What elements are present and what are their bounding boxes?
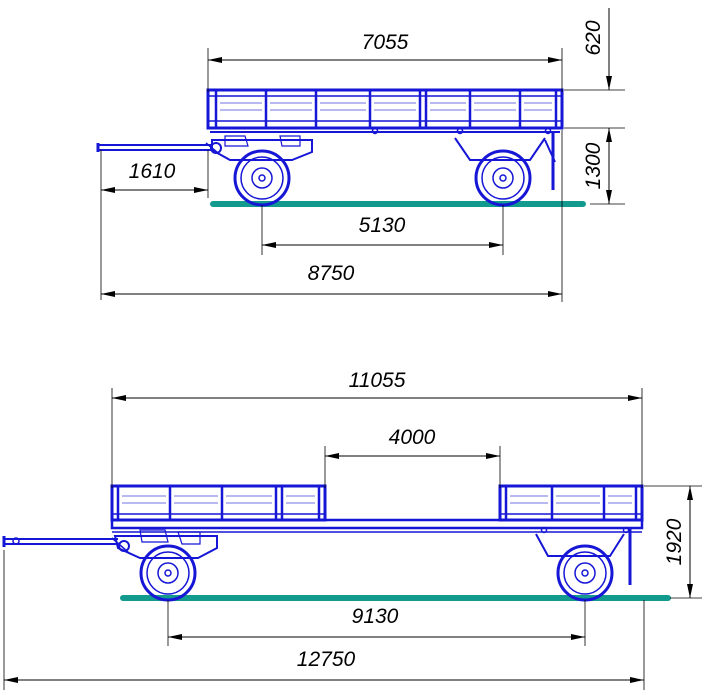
drawbar xyxy=(96,142,222,154)
rear-wheel-long xyxy=(556,544,614,602)
dim-drawbar-top: 1610 xyxy=(100,150,209,300)
label-wheelbase-long: 9130 xyxy=(352,605,399,628)
dim-gap-length: 4000 xyxy=(324,426,501,488)
platform-bed xyxy=(110,518,644,533)
chassis-long xyxy=(113,526,632,585)
dim-wheelbase-top: 5130 xyxy=(261,205,504,255)
front-cargo-body xyxy=(110,484,327,522)
label-overall-length: 8750 xyxy=(308,262,355,285)
dim-body-length-top: 7055 xyxy=(207,31,563,92)
label-side-height: 620 xyxy=(582,20,605,55)
dim-overall-length-long: 12750 xyxy=(3,550,645,690)
dim-overall-length-top: 8750 xyxy=(101,130,563,302)
cargo-body xyxy=(206,88,564,135)
dim-overall-height: 1920 xyxy=(644,485,702,599)
label-platform-height: 1300 xyxy=(582,142,605,189)
label-wheelbase: 5130 xyxy=(359,214,406,237)
dim-body-length-long: 11055 xyxy=(111,369,643,488)
label-gap-length: 4000 xyxy=(389,426,436,449)
front-wheel-long xyxy=(139,544,197,602)
dim-heights-top: 620 1300 xyxy=(564,8,625,205)
label-overall-height: 1920 xyxy=(663,518,686,565)
dim-wheelbase-long: 9130 xyxy=(167,600,586,646)
label-body-length-long: 11055 xyxy=(349,369,406,392)
long-trailer-view: 11055 4000 1920 9130 12750 xyxy=(2,369,702,690)
short-trailer-view: 7055 620 1300 1610 5130 xyxy=(96,8,625,302)
rear-cargo-body xyxy=(498,484,644,522)
drawbar-long xyxy=(2,536,130,553)
label-body-length: 7055 xyxy=(362,31,409,54)
label-overall-length-long: 12750 xyxy=(297,648,356,671)
label-drawbar-length: 1610 xyxy=(129,160,176,183)
